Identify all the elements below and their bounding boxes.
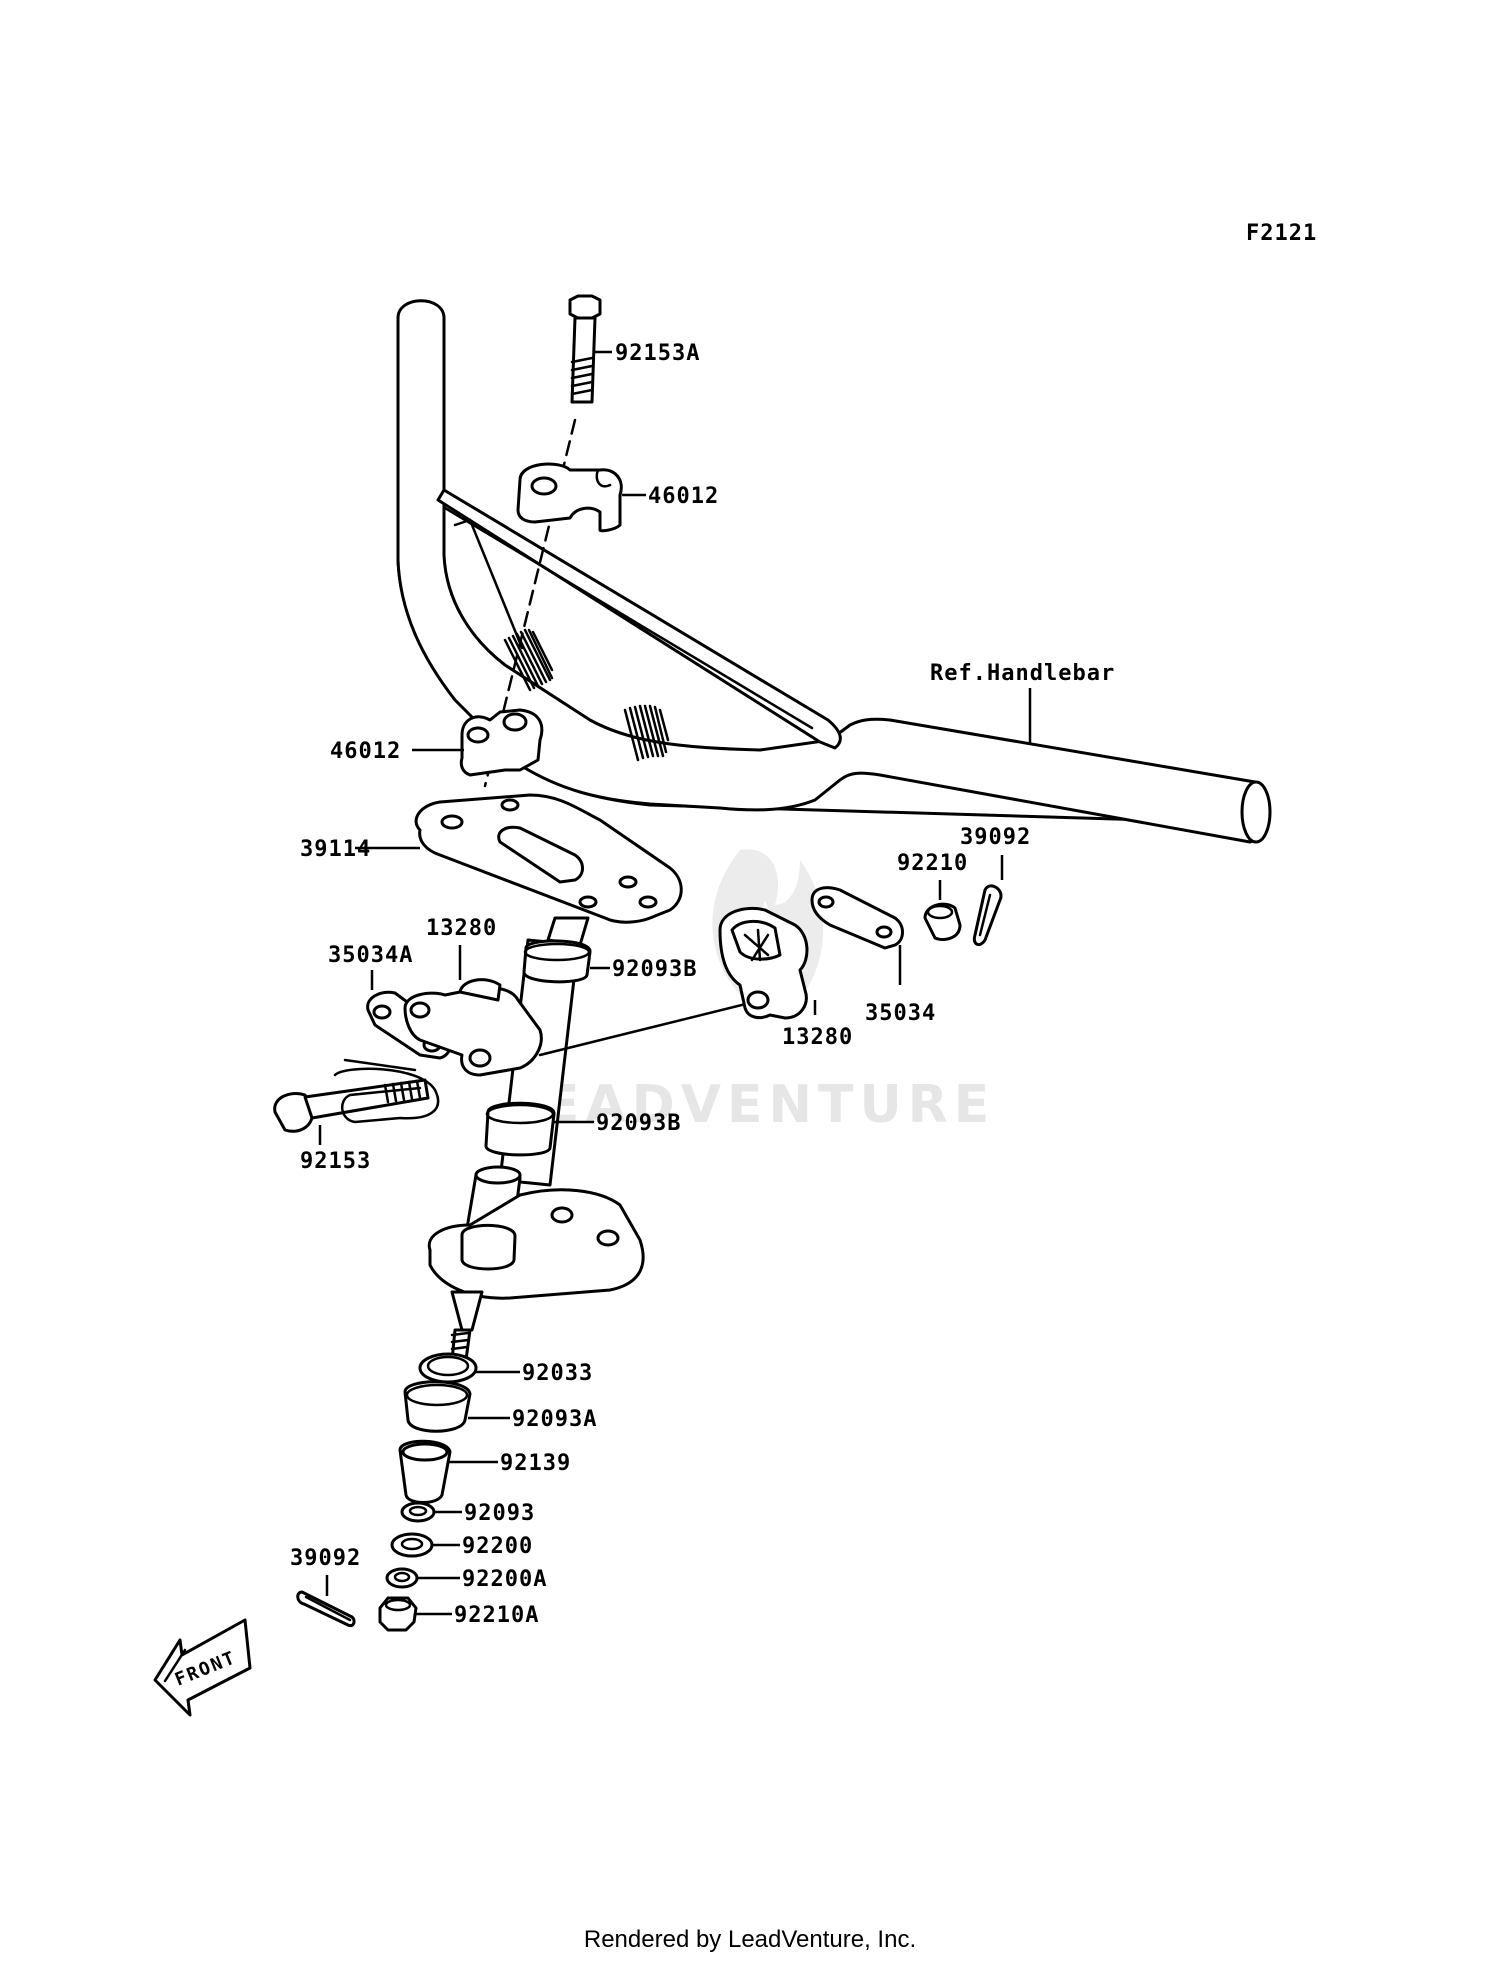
- handlebar: [396, 299, 1272, 844]
- nut-92210: [923, 902, 962, 941]
- diagram-code: F2121: [1246, 221, 1317, 246]
- part-label-92093b-upper: 92093B: [612, 957, 697, 982]
- steering-shaft-lower: [427, 1165, 645, 1362]
- nut-92210a: [378, 1596, 418, 1632]
- part-label-92093b-lower: 92093B: [596, 1111, 681, 1136]
- part-label-92210: 92210: [897, 851, 968, 876]
- part-label-39114: 39114: [300, 837, 371, 862]
- washer-92093: [400, 1501, 436, 1523]
- clamp-right-13280: [718, 906, 809, 1020]
- collar-92139: [398, 1439, 452, 1504]
- clamp-left-13280: [403, 978, 543, 1077]
- ref-handlebar-label: Ref.Handlebar: [930, 661, 1115, 686]
- bushing-92093a: [403, 1380, 472, 1433]
- part-label-92153: 92153: [300, 1149, 371, 1174]
- circlip-92033: [418, 1352, 478, 1384]
- bolt-92153a: [568, 294, 602, 404]
- bracket-right-35034: [810, 886, 904, 950]
- part-label-13280-left: 13280: [426, 916, 497, 941]
- part-label-39092-left: 39092: [290, 1546, 361, 1571]
- cotter-pin-39092-left: [296, 1590, 356, 1628]
- cotter-pin-39092-right: [972, 884, 1003, 947]
- part-label-92210a: 92210A: [454, 1603, 539, 1628]
- part-label-46012-low: 46012: [330, 739, 401, 764]
- part-label-46012-top: 46012: [648, 484, 719, 509]
- watermark-text: LEADVENTURE: [505, 1075, 996, 1135]
- part-label-92200: 92200: [462, 1534, 533, 1559]
- clamp-upper-46012: [516, 462, 623, 533]
- part-label-13280-right: 13280: [782, 1025, 853, 1050]
- part-label-92200a: 92200A: [462, 1567, 547, 1592]
- knurl-left: [503, 628, 554, 692]
- part-label-35034: 35034: [865, 1001, 936, 1026]
- part-label-92093: 92093: [464, 1501, 535, 1526]
- retaining-clip: [333, 1058, 440, 1124]
- part-label-92093a: 92093A: [512, 1407, 597, 1432]
- part-label-39092-right: 39092: [960, 825, 1031, 850]
- front-arrow-icon: FRONT: [153, 1618, 252, 1717]
- washer-92200a: [385, 1567, 419, 1589]
- clamp-lower-46012: [459, 708, 544, 777]
- part-label-92153a: 92153A: [615, 341, 700, 366]
- knurl-right: [623, 704, 670, 762]
- bushing-92093b-upper: [522, 939, 592, 984]
- part-label-92139: 92139: [500, 1451, 571, 1476]
- part-label-35034a: 35034A: [328, 943, 413, 968]
- part-label-92033: 92033: [522, 1361, 593, 1386]
- bolt-92153: [273, 1078, 430, 1133]
- bushing-92093b-lower: [484, 1101, 556, 1157]
- footer-credit: Rendered by LeadVenture, Inc.: [583, 1926, 917, 1953]
- washer-92200: [390, 1532, 434, 1558]
